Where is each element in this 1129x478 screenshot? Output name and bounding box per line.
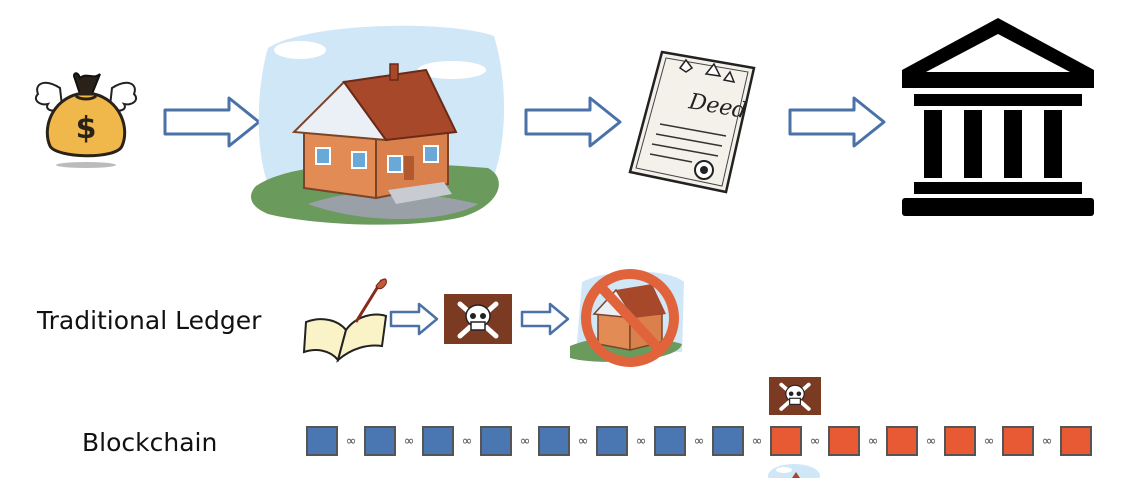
chain-link-icon: ∞: [1041, 433, 1053, 449]
tampered-block: [1060, 426, 1092, 456]
valid-block: [596, 426, 628, 456]
chain-link-icon: ∞: [403, 433, 415, 449]
tampered-block: [886, 426, 918, 456]
chain-link-icon: ∞: [809, 433, 821, 449]
traditional-ledger-label: Traditional Ledger: [37, 306, 262, 335]
blockchain-label: Blockchain: [82, 428, 218, 457]
chain-link-icon: ∞: [461, 433, 473, 449]
valid-block: [712, 426, 744, 456]
flow-arrow: [163, 96, 263, 148]
flow-arrow: [520, 302, 570, 336]
house-icon: [248, 18, 510, 226]
chain-link-icon: ∞: [751, 433, 763, 449]
skull-crossbones-icon: [769, 377, 821, 415]
chain-link-icon: ∞: [577, 433, 589, 449]
chain-link-icon: ∞: [867, 433, 879, 449]
valid-block: [538, 426, 570, 456]
valid-block: [364, 426, 396, 456]
skull-crossbones-icon: [444, 294, 512, 344]
valid-block: [654, 426, 686, 456]
chain-link-icon: ∞: [635, 433, 647, 449]
dollar-sign: $: [76, 111, 97, 146]
flow-arrow: [788, 96, 888, 148]
valid-block: [480, 426, 512, 456]
prohibited-house-icon: [568, 262, 690, 370]
deed-document-icon: Deed: [622, 46, 764, 196]
chain-link-icon: ∞: [345, 433, 357, 449]
chain-link-icon: ∞: [693, 433, 705, 449]
house-thumbnail-icon: [766, 462, 822, 478]
flow-arrow: [389, 302, 439, 336]
blockchain-chain: ∞ ∞ ∞ ∞ ∞ ∞ ∞ ∞ ∞ ∞ ∞ ∞ ∞: [306, 424, 1092, 458]
tampered-block: [770, 426, 802, 456]
tampered-block: [1002, 426, 1034, 456]
chain-link-icon: ∞: [519, 433, 531, 449]
tampered-block: [944, 426, 976, 456]
ledger-book-icon: [302, 276, 388, 364]
chain-link-icon: ∞: [925, 433, 937, 449]
chain-link-icon: ∞: [983, 433, 995, 449]
valid-block: [306, 426, 338, 456]
money-bag-icon: $: [30, 66, 142, 170]
flow-arrow: [524, 96, 624, 148]
valid-block: [422, 426, 454, 456]
bank-building-icon: [894, 14, 1102, 222]
tampered-block: [828, 426, 860, 456]
